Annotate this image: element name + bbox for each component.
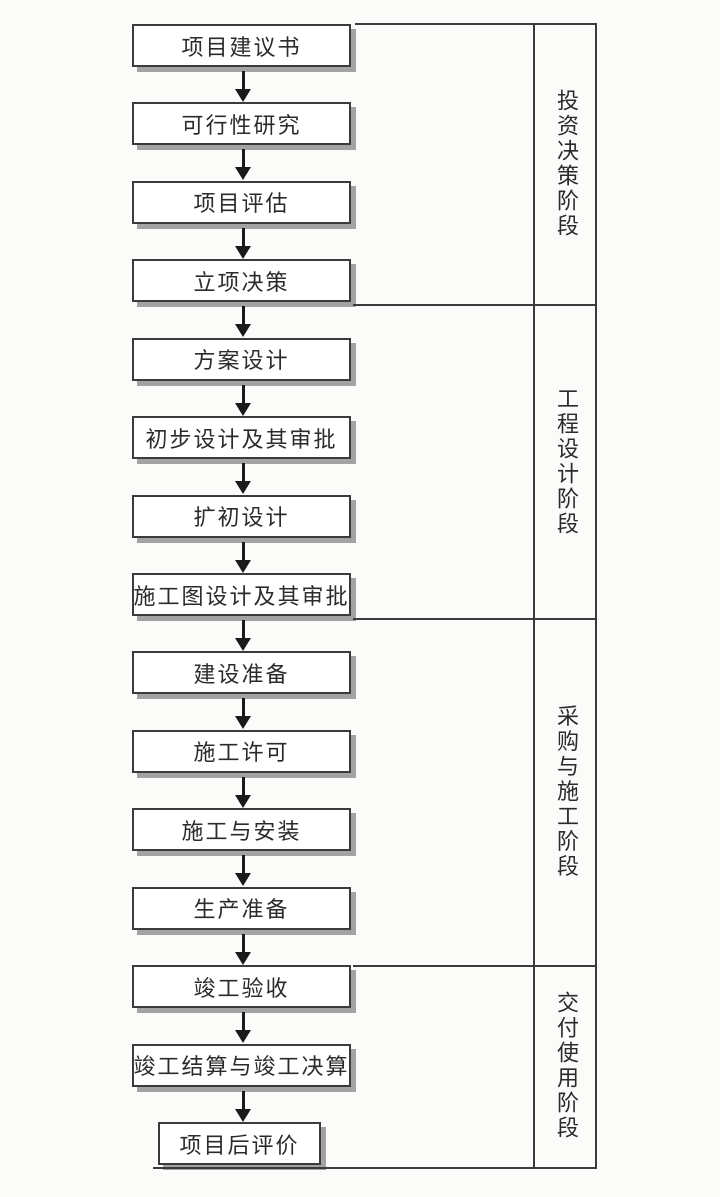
arrow-head-icon <box>235 873 251 887</box>
flow-step-label: 扩初设计 <box>193 505 290 531</box>
arrow-head-icon <box>235 638 251 651</box>
flow-step-box: 生产准备 <box>132 886 351 930</box>
arrow-line <box>241 698 245 717</box>
arrow-line <box>241 933 245 952</box>
flow-step-label: 施工图设计及其审批 <box>133 583 350 609</box>
arrow-head-icon <box>235 245 251 259</box>
phase-divider-line <box>353 618 597 620</box>
down-arrow <box>234 384 252 416</box>
phase-label: 工程设计阶段 <box>554 387 579 537</box>
arrow-head-icon <box>235 89 251 102</box>
phase-column-left-border <box>533 23 535 1169</box>
arrow-line <box>241 149 245 168</box>
flow-step-box: 项目评估 <box>132 180 351 224</box>
flow-step-label: 生产准备 <box>193 897 290 923</box>
down-arrow <box>234 698 252 730</box>
flow-step-box: 可行性研究 <box>132 102 351 146</box>
arrow-head-icon <box>235 559 251 573</box>
flow-step-label: 项目后评价 <box>179 1132 300 1158</box>
phase-label: 采购与施工阶段 <box>554 704 579 880</box>
flow-step-label: 竣工验收 <box>193 975 290 1001</box>
down-arrow <box>234 149 252 181</box>
flow-step-box: 扩初设计 <box>132 494 351 538</box>
arrow-line <box>241 1090 245 1109</box>
phase-divider-line <box>353 965 597 967</box>
flow-step-label: 可行性研究 <box>181 112 302 138</box>
arrow-line <box>241 776 245 795</box>
flow-step-box: 项目后评价 <box>158 1122 321 1166</box>
down-arrow <box>234 933 252 965</box>
arrow-line <box>241 71 245 89</box>
down-arrow <box>234 1090 252 1122</box>
phase-bottom-line <box>153 1167 597 1169</box>
down-arrow <box>234 71 252 102</box>
arrow-line <box>241 620 245 638</box>
phase-divider-line <box>353 304 597 306</box>
down-arrow <box>234 620 252 651</box>
phase-label: 交付使用阶段 <box>554 991 579 1141</box>
down-arrow <box>234 776 252 808</box>
flow-step-box: 竣工结算与竣工决算 <box>132 1043 351 1087</box>
phase-top-line <box>355 23 597 25</box>
flow-step-label: 立项决策 <box>193 269 290 295</box>
flow-step-box: 施工许可 <box>132 729 351 773</box>
arrow-head-icon <box>235 324 251 338</box>
flow-step-label: 施工许可 <box>193 740 290 766</box>
flow-step-label: 项目建议书 <box>181 34 302 60</box>
flow-step-label: 项目评估 <box>193 191 290 217</box>
arrow-line <box>241 541 245 560</box>
flow-step-box: 初步设计及其审批 <box>132 416 351 460</box>
flow-step-box: 施工图设计及其审批 <box>132 573 351 616</box>
down-arrow <box>234 541 252 573</box>
flow-step-label: 初步设计及其审批 <box>145 426 338 452</box>
flow-step-label: 方案设计 <box>193 348 290 374</box>
arrow-head-icon <box>235 716 251 730</box>
flow-step-box: 建设准备 <box>132 651 351 695</box>
flow-step-box: 竣工验收 <box>132 965 351 1009</box>
flow-step-label: 竣工结算与竣工决算 <box>133 1054 350 1080</box>
arrow-head-icon <box>235 1030 251 1044</box>
flow-step-label: 施工与安装 <box>181 818 302 844</box>
flow-step-box: 项目建议书 <box>132 24 351 67</box>
flow-step-box: 立项决策 <box>132 259 351 303</box>
arrow-head-icon <box>235 167 251 181</box>
arrow-line <box>241 855 245 874</box>
arrow-line <box>241 384 245 403</box>
phase-label: 投资决策阶段 <box>554 89 579 239</box>
arrow-head-icon <box>235 951 251 965</box>
down-arrow <box>234 1012 252 1044</box>
down-arrow <box>234 855 252 887</box>
arrow-line <box>241 227 245 246</box>
arrow-head-icon <box>235 1108 251 1122</box>
phase-column-right-border <box>595 23 597 1169</box>
arrow-head-icon <box>235 481 251 495</box>
arrow-line <box>241 306 245 325</box>
arrow-line <box>241 463 245 482</box>
arrow-line <box>241 1012 245 1031</box>
down-arrow <box>234 306 252 338</box>
down-arrow <box>234 463 252 495</box>
flow-step-label: 建设准备 <box>193 661 290 687</box>
arrow-head-icon <box>235 402 251 416</box>
flow-step-box: 方案设计 <box>132 337 351 381</box>
arrow-head-icon <box>235 794 251 808</box>
down-arrow <box>234 227 252 259</box>
flow-step-box: 施工与安装 <box>132 808 351 852</box>
